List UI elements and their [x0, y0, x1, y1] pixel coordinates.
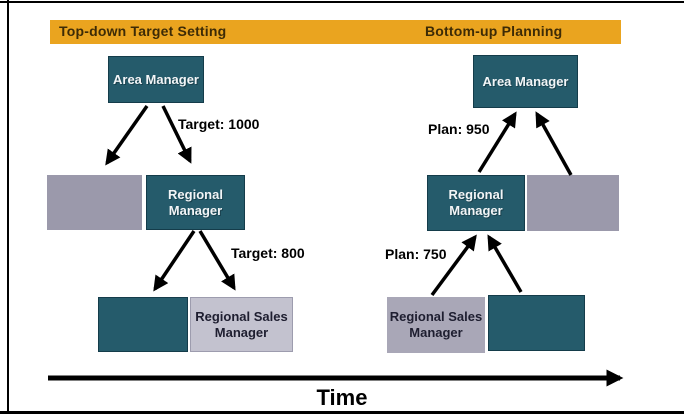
top-down-regional-manager-label: Regional Manager [168, 186, 223, 218]
bottom-up-area-manager-box: Area Manager [473, 55, 578, 108]
frame-top-border [0, 1, 684, 3]
top-down-peer-region-box [47, 175, 142, 230]
top-down-regional-sales-manager-label: Regional Sales Manager [195, 308, 288, 340]
top-down-area-manager-label: Area Manager [113, 71, 199, 87]
top-down-arrow-regional-to-sales-icon [198, 230, 236, 291]
top-down-title: Top-down Target Setting [59, 23, 227, 39]
bottom-up-arrow-peer-to-regional-icon [487, 234, 523, 293]
top-down-arrow-regional-to-peer-icon [153, 230, 196, 292]
time-axis-label: Time [316, 385, 368, 410]
top-down-peer-sales-box [98, 297, 188, 352]
bottom-up-peer-region-box [527, 175, 619, 231]
top-down-regional-manager-box: Regional Manager [146, 175, 245, 230]
target-800-label: Target: 800 [231, 245, 305, 261]
bottom-up-arrow-peer-to-area-icon [535, 111, 573, 176]
bottom-up-title: Bottom-up Planning [425, 23, 563, 39]
plan-950-label: Plan: 950 [428, 121, 490, 137]
bottom-up-regional-sales-manager-box: Regional Sales Manager [387, 297, 485, 353]
bottom-up-peer-sales-box [488, 295, 585, 351]
bottom-up-regional-sales-manager-label: Regional Sales Manager [389, 309, 483, 340]
frame-bottom-border [0, 411, 684, 414]
plan-750-label: Plan: 750 [385, 246, 447, 262]
bottom-up-area-manager-label: Area Manager [482, 73, 569, 89]
bottom-up-regional-manager-label: Regional Manager [448, 187, 504, 218]
header-bar [50, 20, 621, 44]
top-down-arrow-area-to-regional-icon [161, 105, 192, 164]
top-down-area-manager-box: Area Manager [108, 56, 204, 103]
target-1000-label: Target: 1000 [178, 116, 260, 132]
frame-left-border [7, 0, 9, 413]
top-down-arrow-area-to-peer-icon [105, 104, 149, 166]
top-down-regional-sales-manager-box: Regional Sales Manager [190, 297, 293, 352]
bottom-up-regional-manager-box: Regional Manager [427, 175, 525, 231]
